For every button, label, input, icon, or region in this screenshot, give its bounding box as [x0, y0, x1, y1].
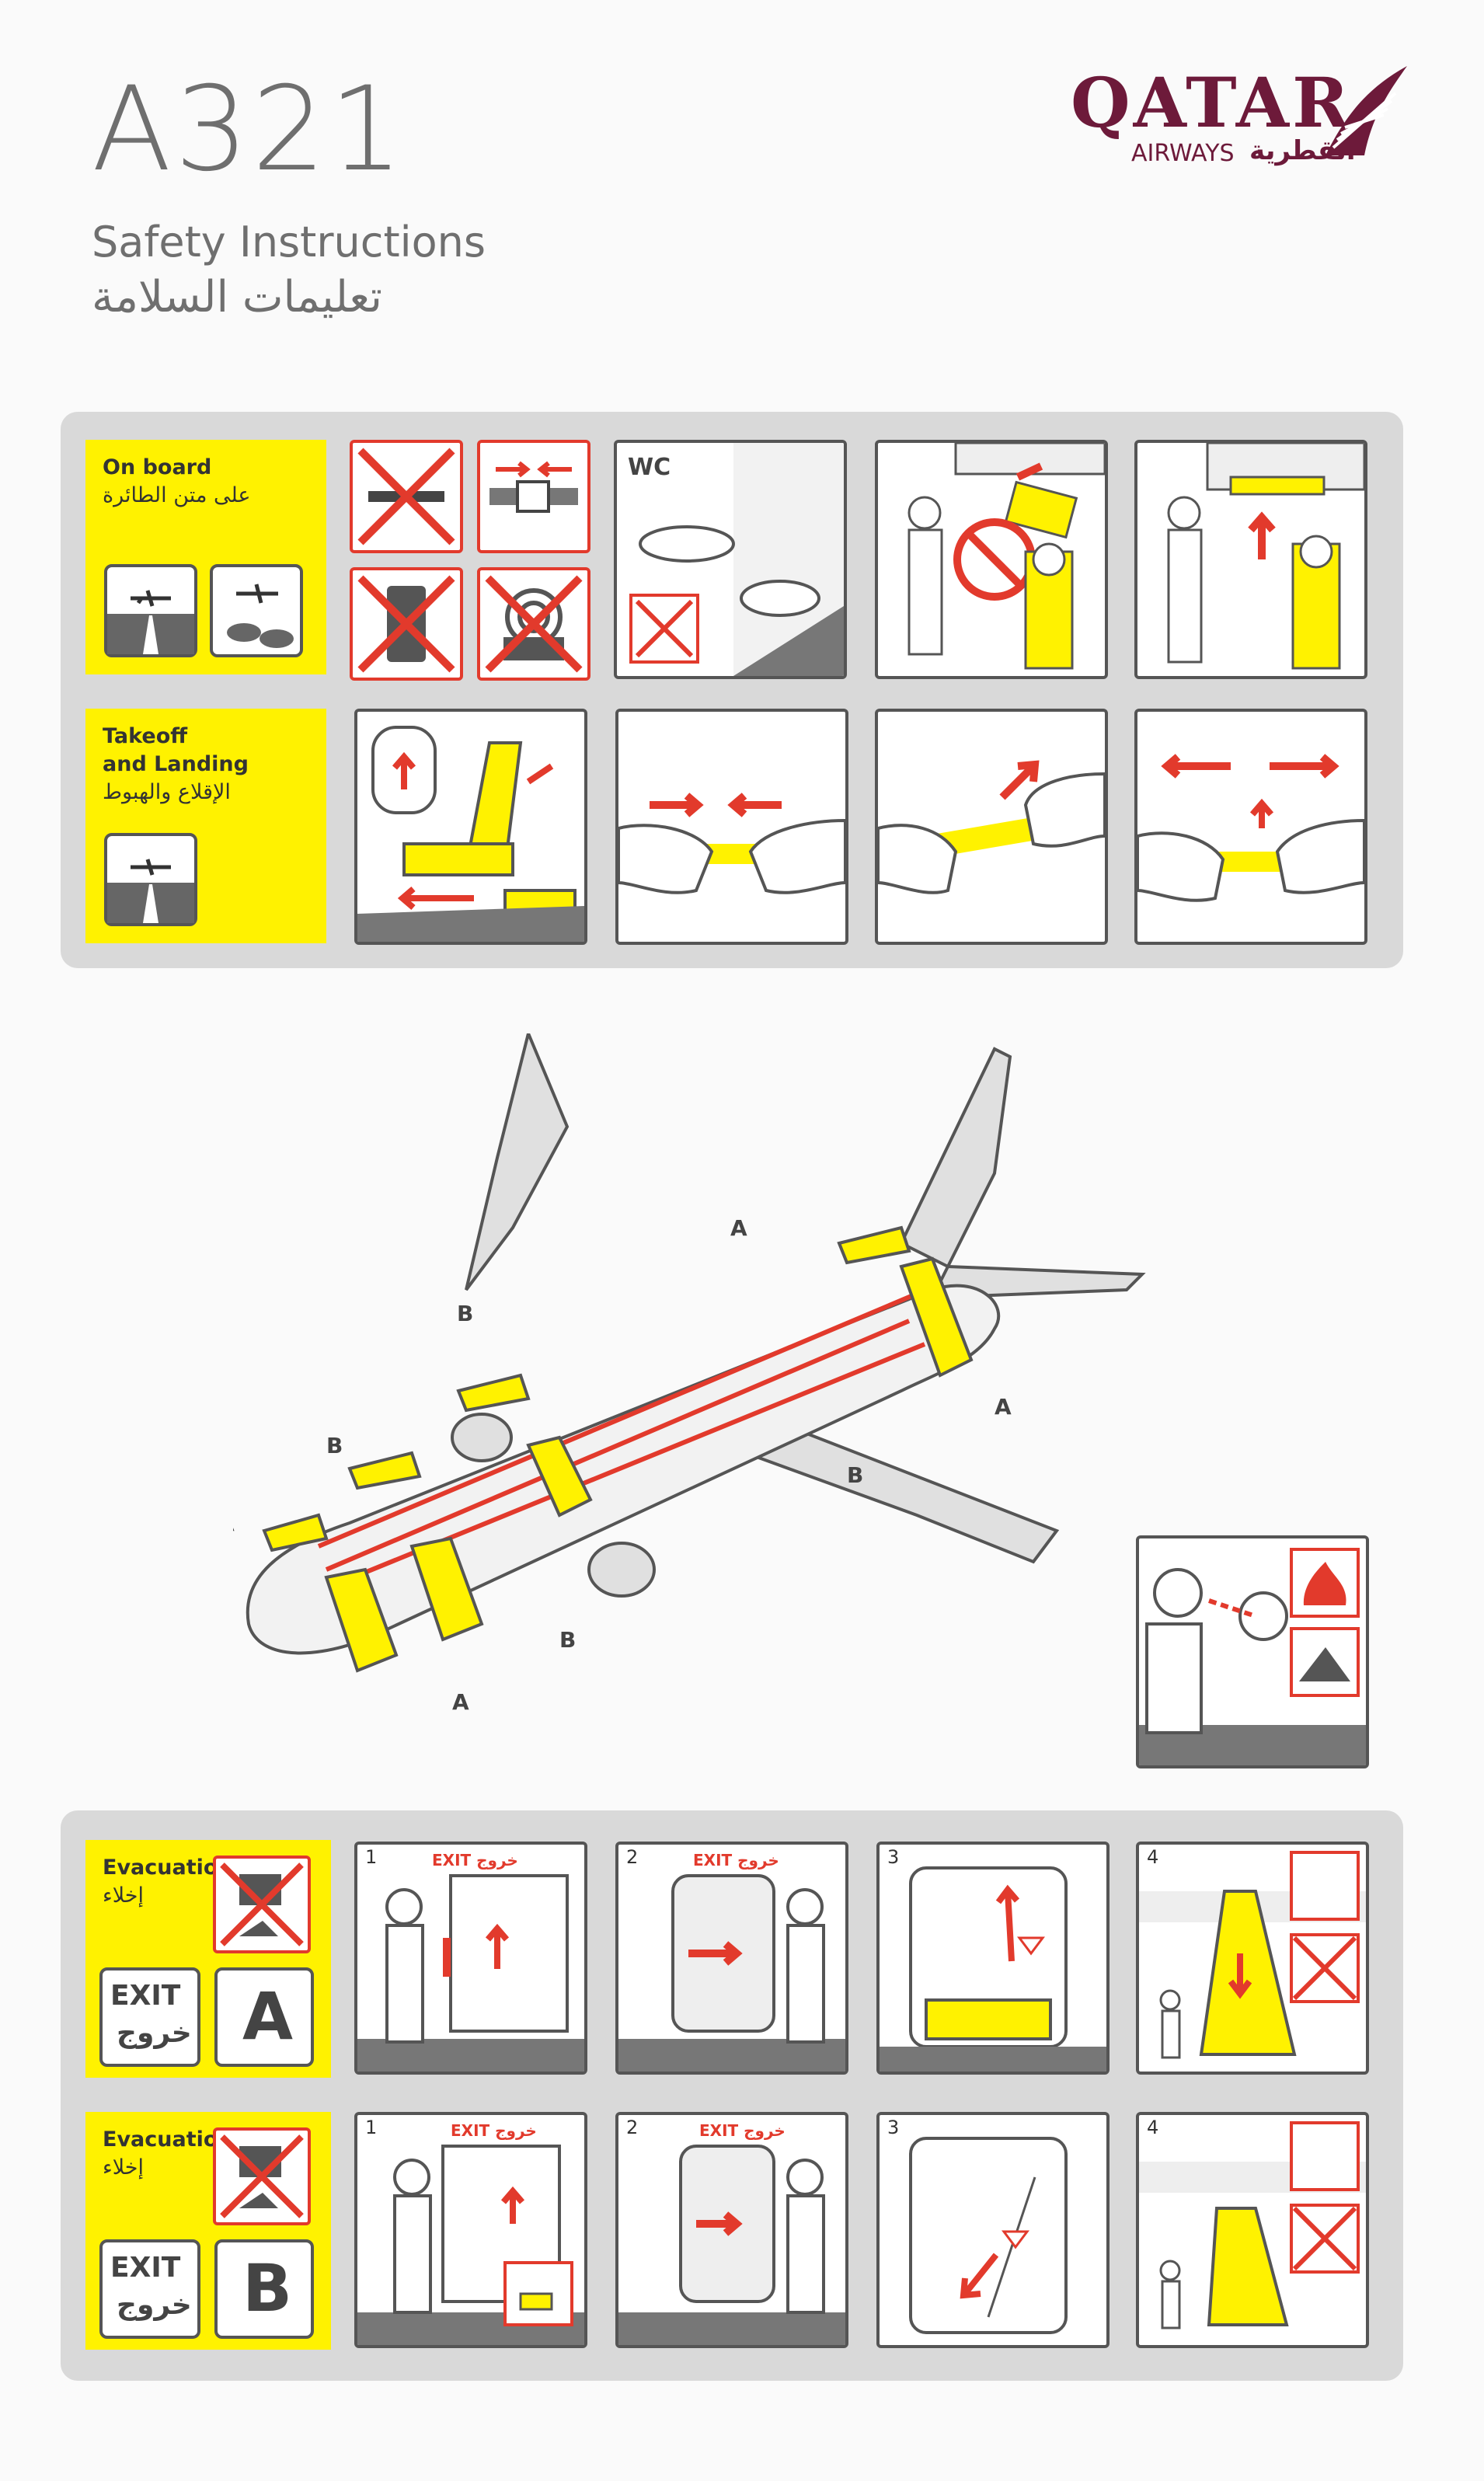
step-number: 4: [1147, 2117, 1159, 2138]
no-baggage-no-heels-sign: [213, 1856, 311, 1953]
lavatory-no-smoking-tile: WC: [614, 440, 847, 679]
no-baggage-no-heels-sign: [213, 2127, 311, 2225]
exit-sign-text: EXIT خروج: [432, 1851, 518, 1869]
subtitle-english: Safety Instructions: [92, 218, 486, 267]
door-label-a: A: [995, 1394, 1012, 1420]
door-label-b: B: [559, 1627, 576, 1653]
slide-b-forward-right: [409, 1536, 484, 1642]
takeoff-label-en-2: and Landing: [103, 752, 249, 776]
left-wing: [465, 1033, 570, 1291]
unfasten-seatbelt-tile: [1134, 709, 1367, 945]
slide-a-forward-left: [262, 1513, 329, 1552]
door-letter-a: A: [242, 1978, 294, 2054]
evac-a-step-3-tile: 3: [876, 1842, 1110, 2075]
evac-b-label-en: Evacuation: [103, 2127, 233, 2152]
evac-b-step-4-tile: 4: [1136, 2112, 1369, 2348]
evac-a-label-en: Evacuation: [103, 1856, 233, 1880]
evac-b-step-2-tile: 2 EXIT خروج: [615, 2112, 848, 2348]
slide-b-aft-left: [456, 1373, 531, 1413]
tighten-seatbelt-tile: [875, 709, 1108, 945]
evac-a-step-1-tile: 1 EXIT خروج: [354, 1842, 587, 2075]
step-number: 3: [887, 2117, 900, 2138]
slide-a-aft-right: [899, 1256, 974, 1378]
takeoff-landing-label-box: Takeoff and Landing الإقلاع والهبوط: [85, 709, 326, 943]
oryx-icon: [1325, 66, 1407, 155]
exit-ar: خروج: [117, 2289, 192, 2321]
takeoff-runway-icon: [104, 564, 197, 657]
no-smoking-sign: [350, 440, 463, 553]
exit-sign-b: EXIT خروج: [99, 2239, 200, 2339]
onboard-label-ar: على متن الطائرة: [103, 483, 251, 507]
evac-b-label-ar: إخلاء: [103, 2155, 144, 2180]
door-label-b: B: [326, 1433, 343, 1458]
step-number: 1: [365, 1846, 378, 1868]
seat-upright-tile: [354, 709, 587, 945]
evac-b-step-3-tile: 3: [876, 2112, 1110, 2348]
evac-a-step-2-tile: 2 EXIT خروج: [615, 1842, 848, 2075]
aircraft-model-title: A321: [92, 62, 406, 197]
slide-a-forward-right: [324, 1567, 399, 1673]
exit-en: EXIT: [110, 2252, 181, 2284]
no-mobile-phone-sign: [350, 567, 463, 681]
onboard-label-box: On board على متن الطائرة: [85, 440, 326, 674]
aircraft-exit-diagram: A B B A B A B A: [233, 1033, 1146, 1715]
door-label-b: B: [847, 1462, 863, 1488]
takeoff-label-en-1: Takeoff: [103, 724, 188, 748]
slide-b-aft-right: [526, 1435, 593, 1518]
door-label-a: A: [730, 1215, 747, 1241]
evac-a-label-ar: إخلاء: [103, 1883, 144, 1908]
wc-label: WC: [628, 454, 671, 481]
exit-en: EXIT: [110, 1980, 181, 2012]
step-number: 2: [626, 1846, 639, 1868]
step-number: 4: [1147, 1846, 1159, 1868]
door-type-b-badge: B: [214, 2239, 314, 2339]
exit-sign-text: EXIT خروج: [699, 2121, 786, 2140]
left-engine: [451, 1413, 513, 1462]
check-outside-conditions-tile: [1136, 1535, 1369, 1768]
evacuation-b-label-box: Evacuation إخلاء EXIT خروج B: [85, 2112, 331, 2350]
onboard-label-en: On board: [103, 455, 212, 479]
overhead-bin-warning-tile: [875, 440, 1108, 679]
door-label-b: B: [457, 1301, 473, 1326]
evac-b-step-1-tile: 1 EXIT خروج: [354, 2112, 587, 2348]
door-letter-b: B: [242, 2250, 293, 2326]
logo-sub-en: AIRWAYS: [1131, 140, 1235, 167]
right-engine: [587, 1542, 656, 1598]
evac-a-step-4-tile: 4: [1136, 1842, 1369, 2075]
exit-sign-text: EXIT خروج: [693, 1851, 779, 1869]
step-number: 3: [887, 1846, 900, 1868]
door-label-a: A: [233, 1511, 235, 1536]
seatbelt-sign: [477, 440, 590, 553]
slide-a-aft-left: [837, 1225, 911, 1265]
cruise-clouds-icon: [210, 564, 303, 657]
slide-b-forward-left: [347, 1451, 422, 1490]
takeoff-label-ar: الإقلاع والهبوط: [103, 780, 231, 804]
door-type-a-badge: A: [214, 1967, 314, 2067]
exit-sign-a: EXIT خروج: [99, 1967, 200, 2067]
vertical-stabilizer: [899, 1047, 1012, 1269]
evacuation-a-label-box: Evacuation إخلاء EXIT خروج A: [85, 1840, 331, 2078]
qatar-airways-logo: QATAR AIRWAYS القطرية: [1071, 54, 1413, 179]
subtitle-arabic: تعليمات السلامة: [92, 272, 383, 322]
step-number: 2: [626, 2117, 639, 2138]
step-number: 1: [365, 2117, 378, 2138]
logo-name: QATAR: [1071, 62, 1353, 143]
close-overhead-bin-tile: [1134, 440, 1367, 679]
fasten-seatbelt-tile: [615, 709, 848, 945]
no-electronic-devices-sign: [477, 567, 590, 681]
landing-runway-icon: [104, 833, 197, 926]
exit-ar: خروج: [117, 2017, 192, 2049]
exit-sign-text: EXIT خروج: [451, 2121, 537, 2140]
door-label-a: A: [452, 1689, 469, 1715]
